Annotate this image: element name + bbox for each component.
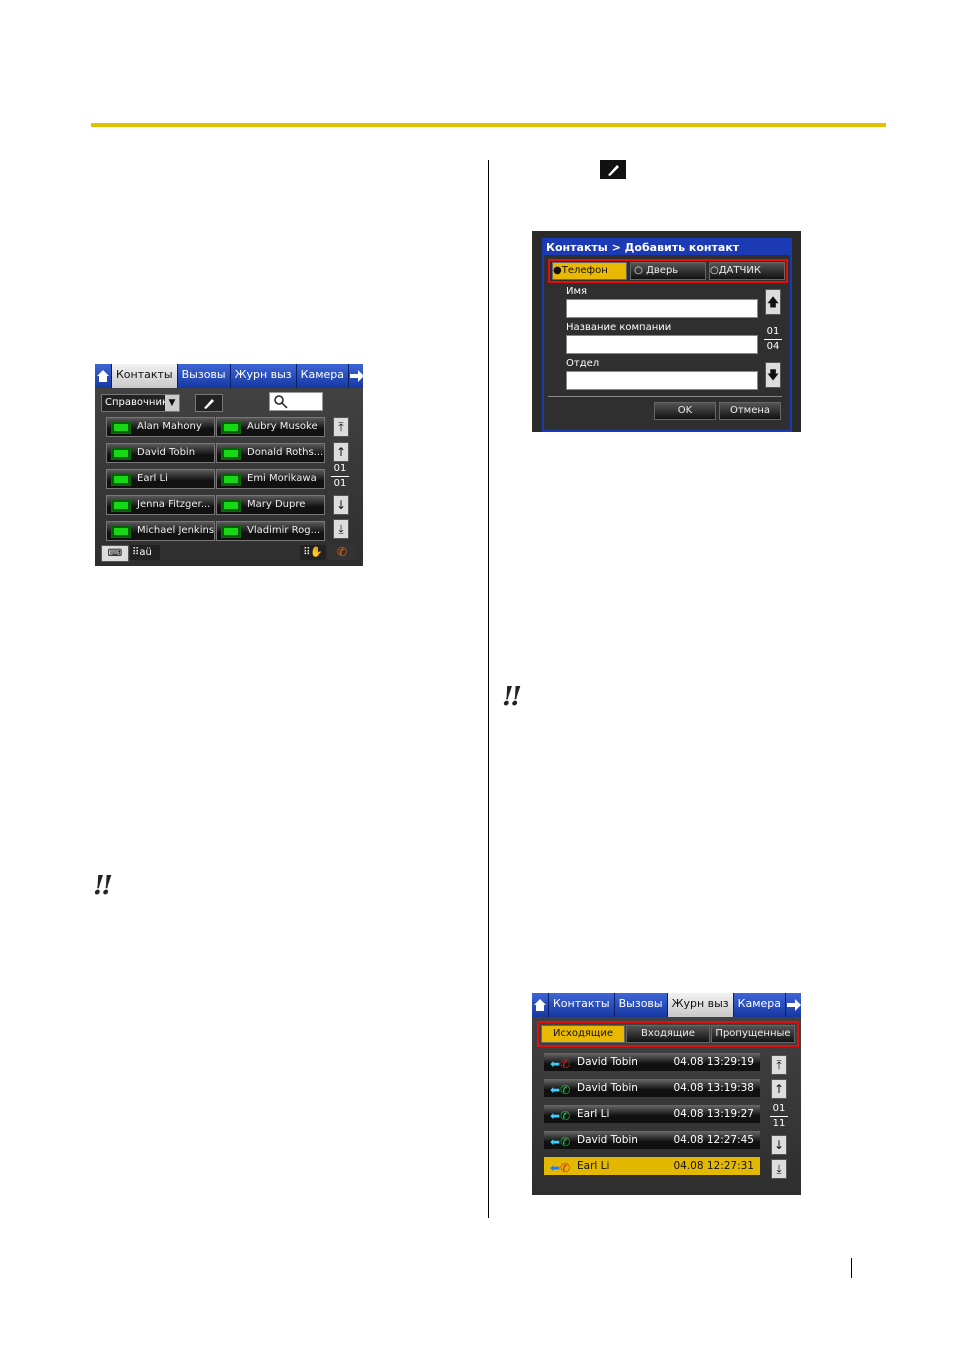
dialog-title: Контакты > Добавить контакт xyxy=(544,240,790,255)
filter-missed[interactable]: Пропущенные xyxy=(711,1025,795,1043)
page-down-button[interactable]: 🡇 xyxy=(765,362,781,388)
filter-incoming[interactable]: Входящие xyxy=(626,1025,710,1043)
outgoing-call-icon: ⬅✆ xyxy=(550,1083,571,1097)
contact-button[interactable]: Alan Mahony xyxy=(106,417,215,437)
page-up-button[interactable]: ↑ xyxy=(771,1079,787,1099)
log-row[interactable]: ⬅✆ David Tobin 04.08 13:29:19 xyxy=(544,1053,760,1071)
log-row[interactable]: ⬅✆ David Tobin 04.08 13:19:38 xyxy=(544,1079,760,1097)
arrow-right-icon[interactable] xyxy=(349,364,363,388)
keypad-icon: ⠿ xyxy=(132,547,140,558)
arrow-right-icon[interactable] xyxy=(786,993,801,1017)
tab-bar: Контакты Вызовы Журн выз Камера xyxy=(532,993,801,1017)
tab-calls[interactable]: Вызовы xyxy=(177,364,231,388)
phone-icon xyxy=(221,499,241,512)
department-field[interactable] xyxy=(566,371,758,390)
contact-button[interactable]: Earl Li xyxy=(106,469,215,489)
contact-button[interactable]: Mary Dupre xyxy=(216,495,325,515)
edit-icon xyxy=(600,160,626,179)
phone-icon xyxy=(221,447,241,460)
hang-up-icon: ✆ xyxy=(336,545,348,559)
keyboard-button[interactable]: ⌨ xyxy=(101,545,129,562)
note-icon: !! xyxy=(93,871,113,901)
edit-button[interactable] xyxy=(195,394,223,412)
search-input[interactable] xyxy=(269,392,323,411)
outgoing-call-icon: ⬅✆ xyxy=(550,1109,571,1123)
column-divider xyxy=(488,160,489,1218)
phone-icon xyxy=(111,473,131,486)
department-label: Отдел xyxy=(566,358,600,369)
call-log-screen: Контакты Вызовы Журн выз Камера Исходящи… xyxy=(532,993,801,1195)
tab-contacts[interactable]: Контакты xyxy=(549,993,615,1017)
filter-group: Исходящие Входящие Пропущенные xyxy=(537,1021,799,1047)
contact-button[interactable]: Jenna Fitzger... xyxy=(106,495,215,515)
page-down-button[interactable]: ↓ xyxy=(333,495,349,515)
phone-icon xyxy=(111,525,131,538)
contact-button[interactable]: Emi Morikawa xyxy=(216,469,325,489)
phone-icon xyxy=(221,473,241,486)
contact-button[interactable]: Michael Jenkins xyxy=(106,521,215,541)
directory-select[interactable]: Справочник ▼ xyxy=(101,394,180,412)
contact-button[interactable]: Aubry Musoke xyxy=(216,417,325,437)
tab-call-log[interactable]: Журн выз xyxy=(667,993,734,1017)
keypad-button[interactable]: ⠿aü xyxy=(130,545,160,560)
divider xyxy=(548,396,782,397)
last-page-button[interactable]: ⤓ xyxy=(333,519,349,539)
name-field[interactable] xyxy=(566,299,758,318)
add-contact-screen: Контакты > Добавить контакт ●Телефон ○ Д… xyxy=(532,231,801,432)
phone-icon xyxy=(111,421,131,434)
page-up-button[interactable]: ↑ xyxy=(333,442,349,462)
search-icon xyxy=(274,395,288,409)
outgoing-call-icon: ⬅✆ xyxy=(550,1135,571,1149)
hang-up-button[interactable]: ✆ xyxy=(328,545,356,560)
phone-icon xyxy=(221,421,241,434)
page-marker xyxy=(851,1258,852,1278)
log-row[interactable]: ⬅✆ David Tobin 04.08 12:27:45 xyxy=(544,1131,760,1149)
type-door[interactable]: ○ Дверь xyxy=(630,262,706,280)
company-field[interactable] xyxy=(566,335,758,354)
page-up-button[interactable]: 🡅 xyxy=(765,289,781,315)
radio-icon: ○ xyxy=(710,265,719,276)
tab-contacts[interactable]: Контакты xyxy=(112,364,178,388)
radio-icon: ○ xyxy=(631,265,647,276)
note-icon: !! xyxy=(502,682,522,712)
tab-bar: Контакты Вызовы Журн выз Камера xyxy=(95,364,363,388)
cancel-button[interactable]: Отмена xyxy=(719,402,781,420)
tab-camera[interactable]: Камера xyxy=(296,364,349,388)
home-icon[interactable] xyxy=(95,364,112,388)
page-down-button[interactable]: ↓ xyxy=(771,1135,787,1155)
phone-icon xyxy=(111,499,131,512)
tab-camera[interactable]: Камера xyxy=(733,993,786,1017)
company-label: Название компании xyxy=(566,322,672,333)
header-rule xyxy=(91,123,886,127)
dialog: Контакты > Добавить контакт ●Телефон ○ Д… xyxy=(542,238,792,432)
tab-call-log[interactable]: Журн выз xyxy=(230,364,297,388)
contacts-screen: Контакты Вызовы Журн выз Камера Справочн… xyxy=(95,364,363,566)
intercom-button[interactable]: ⠿✋ xyxy=(300,545,326,560)
first-page-button[interactable]: ⤒ xyxy=(771,1055,787,1075)
radio-selected-icon: ● xyxy=(553,265,562,276)
type-sensor[interactable]: ○ДАТЧИК xyxy=(709,262,785,280)
phone-icon xyxy=(221,525,241,538)
ok-button[interactable]: OK xyxy=(654,402,716,420)
outgoing-call-icon: ⬅✆ xyxy=(550,1161,571,1175)
outgoing-call-icon: ⬅✆ xyxy=(550,1057,571,1071)
type-phone[interactable]: ●Телефон xyxy=(552,262,627,280)
tab-calls[interactable]: Вызовы xyxy=(614,993,668,1017)
chevron-down-icon: ▼ xyxy=(165,395,179,411)
filter-outgoing[interactable]: Исходящие xyxy=(541,1025,625,1043)
phone-icon xyxy=(111,447,131,460)
contact-button[interactable]: David Tobin xyxy=(106,443,215,463)
first-page-button[interactable]: ⤒ xyxy=(333,417,349,437)
log-row[interactable]: ⬅✆ Earl Li 04.08 13:19:27 xyxy=(544,1105,760,1123)
last-page-button[interactable]: ⤓ xyxy=(771,1159,787,1179)
contact-button[interactable]: Donald Roths... xyxy=(216,443,325,463)
log-row[interactable]: ⬅✆ Earl Li 04.08 12:27:31 xyxy=(544,1157,760,1175)
name-label: Имя xyxy=(566,286,588,297)
contact-button[interactable]: Vladimir Rog... xyxy=(216,521,325,541)
contact-type-group: ●Телефон ○ Дверь ○ДАТЧИК xyxy=(548,259,788,283)
home-icon[interactable] xyxy=(532,993,549,1017)
